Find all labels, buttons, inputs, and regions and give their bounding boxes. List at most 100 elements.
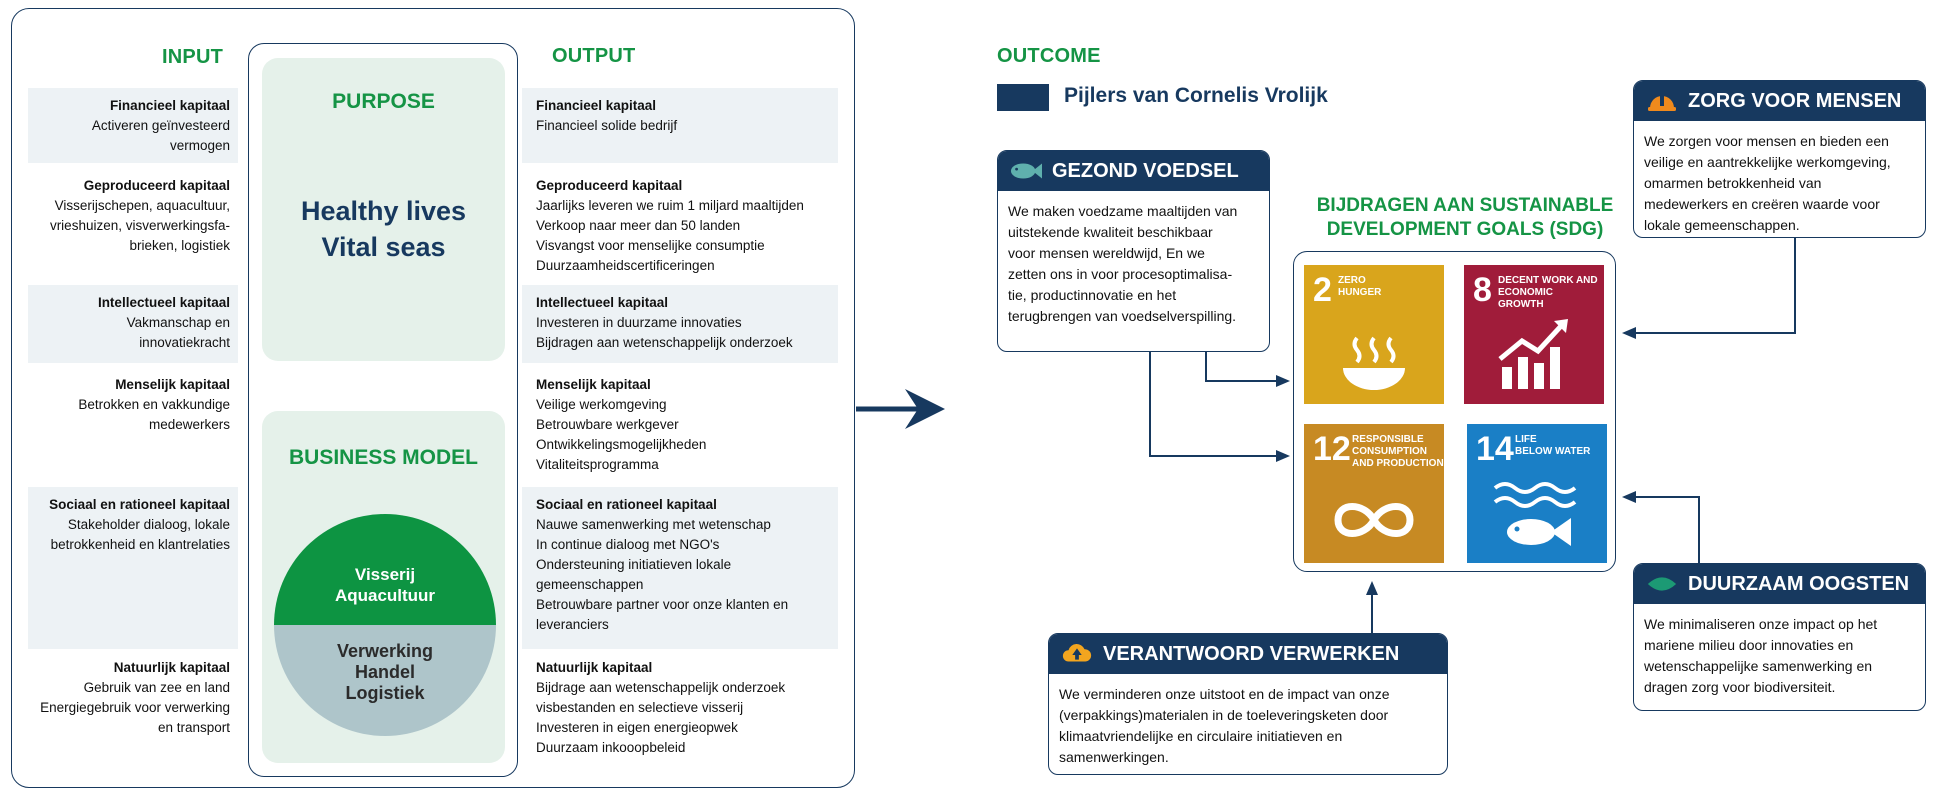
sdg-name-line: DECENT WORK AND <box>1498 275 1598 286</box>
output-row-line: Investeren in duurzame innovaties <box>536 315 742 330</box>
purpose-heading: PURPOSE <box>332 90 435 113</box>
output-row-line: Financieel solide bedrijf <box>536 118 678 133</box>
output-row-line: In continue dialoog met NGO's <box>536 537 720 552</box>
output-row-title: Sociaal en rationeel kapitaal <box>536 497 717 512</box>
legend-label: Pijlers van Cornelis Vrolijk <box>1064 84 1328 107</box>
output-row-line: Ontwikkelingsmogelijkheden <box>536 437 707 452</box>
arrow-head <box>1622 327 1636 339</box>
business-model-heading: BUSINESS MODEL <box>288 446 479 469</box>
sdg-name: DECENT WORK AND ECONOMIC GROWTH <box>1498 275 1598 311</box>
sdg-tile-12: 12 RESPONSIBLE CONSUMPTION AND PRODUCTIO… <box>1304 424 1444 563</box>
output-row-line: Betrouwbare werkgever <box>536 417 679 432</box>
output-row-title: Natuurlijk kapitaal <box>536 660 653 675</box>
pillar-text-line: We minimaliseren onze impact op het <box>1644 616 1878 632</box>
output-row-intellectual: Intellectueel kapitaal Investeren in duu… <box>522 285 838 363</box>
input-row-line: medewerkers <box>148 417 230 432</box>
circle-bottom-line-3: Logistiek <box>345 683 425 703</box>
sdg-number: 8 <box>1473 271 1492 309</box>
input-row-line: Visserijschepen, aquacultuur, <box>54 198 230 213</box>
input-row-line: betrokkenheid en klantrelaties <box>50 537 230 552</box>
output-row-line: Verkoop naar meer dan 50 landen <box>536 218 741 233</box>
input-row-line: brieken, logistiek <box>129 238 230 253</box>
sdg-name: LIFE BELOW WATER <box>1515 434 1615 458</box>
output-heading: OUTPUT <box>552 45 636 67</box>
input-row-produced: Geproduceerd kapitaal Visserijschepen, a… <box>28 168 238 283</box>
output-row-natural: Natuurlijk kapitaal Bijdrage aan wetensc… <box>522 650 838 765</box>
output-row-line: Bijdrage aan wetenschappelijk onderzoek <box>536 680 786 695</box>
pillar-title: DUURZAAM OOGSTEN <box>1688 572 1910 595</box>
output-row-human: Menselijk kapitaal Veilige werkomgeving … <box>522 367 838 482</box>
pillar-text-line: medewerkers en creëren waarde voor <box>1644 196 1880 212</box>
circle-top-half <box>274 514 496 625</box>
main-flow-arrow-head <box>905 389 945 429</box>
sdg-name-line: LIFE <box>1515 434 1537 445</box>
input-row-line: Activeren geïnvesteerd <box>91 118 230 133</box>
sdg-name-line: ZERO <box>1338 275 1366 286</box>
input-row-title: Natuurlijk kapitaal <box>113 660 230 675</box>
input-row-title: Menselijk kapitaal <box>115 377 230 392</box>
business-model-circle <box>274 514 496 736</box>
fish-icon <box>1010 159 1042 183</box>
pillar-title: ZORG VOOR MENSEN <box>1688 89 1902 112</box>
purpose-panel <box>262 58 505 361</box>
pillar-verantwoord-verwerken: VERANTWOORD VERWERKEN We verminderen onz… <box>1048 633 1448 775</box>
arrow-head <box>1276 375 1290 387</box>
growth-chart-icon <box>1498 319 1568 389</box>
bowl-icon <box>1343 336 1405 390</box>
sdg-number: 14 <box>1476 430 1514 468</box>
output-row-social: Sociaal en rationeel kapitaal Nauwe same… <box>522 487 838 649</box>
pillar-text-line: voor mensen wereldwijd, En we <box>1008 245 1205 261</box>
sdg-name: ZERO HUNGER <box>1338 275 1438 299</box>
pillar-text-line: mariene milieu door innovaties en <box>1644 637 1854 653</box>
pillar-text-line: veilige en aantrekkelijke werkomgeving, <box>1644 154 1891 170</box>
pillar-text-line: klimaatvriendelijke en circulaire initia… <box>1059 728 1343 744</box>
pillar-title: GEZOND VOEDSEL <box>1052 159 1239 182</box>
pillar-gezond-voedsel: GEZOND VOEDSEL We maken voedzame maaltij… <box>997 150 1270 352</box>
input-row-line: Stakeholder dialoog, lokale <box>67 517 230 532</box>
input-row-human: Menselijk kapitaal Betrokken en vakkundi… <box>28 367 238 482</box>
arrow-gezond-to-sdg12 <box>1149 352 1283 457</box>
output-row-line: Betrouwbare partner voor onze klanten en <box>536 597 789 612</box>
input-row-line: vermogen <box>169 138 230 153</box>
input-row-title: Geproduceerd kapitaal <box>83 178 230 193</box>
pillar-text-line: dragen zorg voor biodiversiteit. <box>1644 679 1836 695</box>
input-heading: INPUT <box>162 46 223 68</box>
fish-waves-icon <box>1493 482 1577 546</box>
input-row-title: Intellectueel kapitaal <box>97 295 230 310</box>
pillar-title: VERANTWOORD VERWERKEN <box>1103 642 1400 665</box>
sdg-number: 2 <box>1313 271 1332 309</box>
output-row-title: Geproduceerd kapitaal <box>536 178 683 193</box>
pillar-text-line: terugbrengen van voedselverspilling. <box>1008 308 1237 324</box>
arrow-zorg-to-sdg8 <box>1630 238 1796 334</box>
outcome-heading: OUTCOME <box>997 45 1101 67</box>
pillar-text-line: wetenschappelijke samenwerking en <box>1644 658 1873 674</box>
input-row-line: Energiegebruik voor verwerking <box>40 700 230 715</box>
input-row-line: Gebruik van zee en land <box>83 680 230 695</box>
output-row-line: Duurzaam inkooopbeleid <box>536 740 686 755</box>
sdg-tile-14: 14 LIFE BELOW WATER <box>1467 424 1607 563</box>
input-row-line: Betrokken en vakkundige <box>78 397 230 412</box>
purpose-line-1: Healthy lives <box>300 196 467 226</box>
output-row-line: Duurzaamheidscertificeringen <box>536 258 715 273</box>
output-row-line: Ondersteuning initiatieven lokale <box>536 557 732 572</box>
input-row-financial: Financieel kapitaal Activeren geïnvestee… <box>28 88 238 163</box>
output-row-line: visbestanden en selectieve visserij <box>536 700 744 715</box>
sdg-name: RESPONSIBLE CONSUMPTION AND PRODUCTION <box>1352 434 1452 470</box>
input-row-line: en transport <box>157 720 230 735</box>
pillar-text-line: We zorgen voor mensen en bieden een <box>1644 133 1889 149</box>
input-row-line: Vakmanschap en <box>126 315 230 330</box>
circle-top-line-1: Visserij <box>354 565 416 584</box>
output-row-title: Menselijk kapitaal <box>536 377 651 392</box>
helmet-icon <box>1646 89 1678 113</box>
sdg-tile-8: 8 DECENT WORK AND ECONOMIC GROWTH <box>1464 265 1604 404</box>
input-row-title: Sociaal en rationeel kapitaal <box>49 497 230 512</box>
pillar-text-line: uitstekende kwaliteit beschikbaar <box>1008 224 1213 240</box>
input-row-natural: Natuurlijk kapitaal Gebruik van zee en l… <box>28 650 238 765</box>
output-row-line: Nauwe samenwerking met wetenschap <box>536 517 771 532</box>
output-row-line: Veilige werkomgeving <box>536 397 667 412</box>
purpose-line-2: Vital seas <box>321 232 446 262</box>
pillar-text-line: zetten ons in voor procesoptimalisa- <box>1008 266 1233 282</box>
pillar-text-line: We verminderen onze uitstoot en de impac… <box>1059 686 1390 702</box>
output-row-line: Visvangst voor menselijke consumptie <box>536 238 765 253</box>
arrow-head <box>1276 450 1290 462</box>
